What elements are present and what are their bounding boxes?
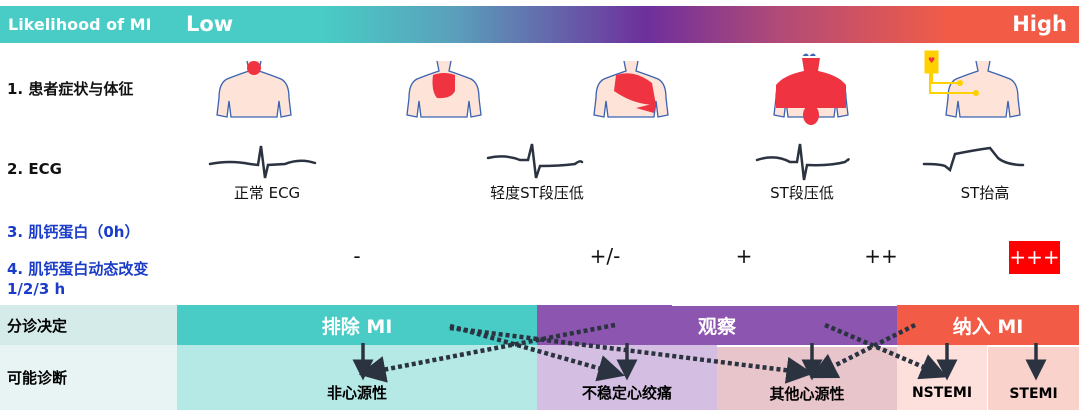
ecg-traces	[208, 143, 1025, 181]
decision-rule-out: 排除 MI	[177, 305, 537, 345]
dotted-arrow-rule-in-to-other	[809, 322, 917, 379]
row-label-ecg: 2. ECG	[7, 160, 62, 178]
ecg-normal	[208, 145, 317, 179]
dotted-arrow-observe-to-nstemi	[824, 322, 948, 380]
svg-text:♥: ♥	[928, 56, 935, 65]
decision-label: 分诊决定	[0, 305, 177, 345]
dotted-arrow-rule-out-to-unstable	[449, 323, 625, 382]
torso-with-monitor: ♥	[924, 50, 1021, 118]
torso-localized-pain	[216, 60, 292, 118]
row-label-troponin-change: 4. 肌钙蛋白动态改变 1/2/3 h	[7, 260, 149, 298]
torso-diffuse-pain	[406, 60, 482, 118]
row-label-symptoms: 1. 患者症状与体征	[7, 80, 134, 98]
decision-rule-in: 纳入 MI	[897, 305, 1079, 345]
decision-observe: 观察	[537, 305, 897, 345]
low-label: Low	[186, 12, 234, 36]
troponin-negative: -	[353, 244, 361, 268]
ecg-caption-st-depression: ST段压低	[770, 184, 834, 202]
ecg-st-elevation	[922, 146, 1025, 173]
troponin-double-positive: ++	[864, 244, 898, 268]
high-label: High	[1012, 12, 1067, 36]
torso-extensive-pain: ☁☁	[773, 50, 849, 125]
svg-text:☁☁: ☁☁	[802, 50, 816, 58]
likelihood-title: Likelihood of MI	[8, 15, 152, 34]
ecg-caption-st-elevation: ST抬高	[960, 184, 1010, 202]
ecg-mild-st-depression	[486, 143, 584, 179]
diagnosis-label: 可能诊断	[0, 345, 177, 410]
ecg-st-depression	[755, 143, 850, 181]
ecg-caption-normal: 正常 ECG	[233, 184, 301, 202]
divider	[672, 303, 897, 306]
troponin-triple-positive: +++	[1009, 241, 1060, 274]
row-label-troponin-0h: 3. 肌钙蛋白（0h）	[7, 223, 140, 241]
troponin-borderline: +/-	[589, 244, 621, 268]
ecg-caption-mild: 轻度ST段压低	[490, 184, 584, 202]
symptom-figures: ☁☁ ♥	[216, 50, 1021, 125]
troponin-positive: +	[735, 244, 753, 268]
dotted-arrow-observe-to-non-cardiac	[358, 322, 616, 383]
likelihood-gradient-bar	[0, 6, 1079, 43]
dotted-arrow-rule-out-to-other	[449, 325, 814, 384]
torso-radiating-pain	[593, 60, 669, 118]
